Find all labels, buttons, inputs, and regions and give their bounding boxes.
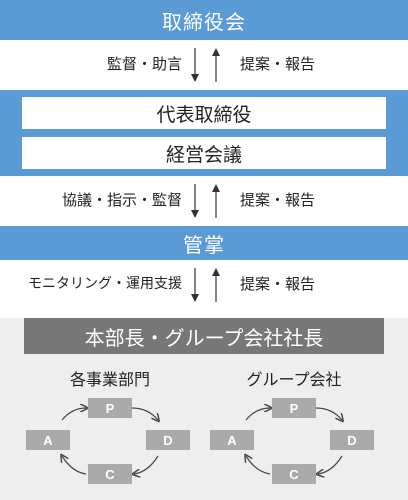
arrow-up-icon xyxy=(212,268,220,302)
pdca-do-box: D xyxy=(146,430,190,450)
pdca-do-box: D xyxy=(330,430,374,450)
arrow-down-icon xyxy=(191,184,199,218)
unit-label-group-companies: グループ会社 xyxy=(246,370,342,389)
flow-row-exec-mgmt: 協議・指示・監督 提案・報告 xyxy=(0,176,408,226)
exec-box-management-meeting: 経営会議 xyxy=(22,137,386,169)
flow-row-board-exec: 監督・助言 提案・報告 xyxy=(0,40,408,90)
flow-down-label: 協議・指示・監督 xyxy=(61,191,182,209)
exec-box-representative-label: 代表取締役 xyxy=(156,103,252,126)
flow-up-label: 提案・報告 xyxy=(240,191,316,209)
pdca-cycle-group-companies: P D C A xyxy=(204,392,384,494)
cycle-arrows-icon xyxy=(20,392,200,494)
units-title: 本部長・グループ会社社長 xyxy=(84,325,324,350)
flow-up-label: 提案・報告 xyxy=(240,55,316,73)
exec-box-representative: 代表取締役 xyxy=(22,97,386,129)
flow-up-label: 提案・報告 xyxy=(240,275,316,293)
board-title-bar: 取締役会 xyxy=(0,0,408,40)
pdca-cycle-business-divisions: P D C A xyxy=(20,392,200,494)
arrow-down-icon xyxy=(191,268,199,302)
pdca-act-box: A xyxy=(26,430,70,450)
pdca-plan-box: P xyxy=(272,398,316,418)
flow-down-label: 監督・助言 xyxy=(106,55,182,73)
pdca-act-box: A xyxy=(210,430,254,450)
flow-row-mgmt-units: モニタリング・運用支援 提案・報告 xyxy=(0,260,408,310)
arrow-up-icon xyxy=(212,184,220,218)
arrow-up-icon xyxy=(212,48,220,82)
board-title: 取締役会 xyxy=(162,9,246,34)
units-title-bar: 本部長・グループ会社社長 xyxy=(24,318,384,354)
mgmt-title-bar: 管掌 xyxy=(0,226,408,260)
pdca-check-box: C xyxy=(88,464,132,484)
mgmt-title: 管掌 xyxy=(183,232,225,257)
pdca-check-box: C xyxy=(272,464,316,484)
unit-label-business-divisions: 各事業部門 xyxy=(69,370,150,389)
pdca-plan-box: P xyxy=(88,398,132,418)
cycle-arrows-icon xyxy=(204,392,384,494)
flow-down-label: モニタリング・運用支援 xyxy=(28,276,182,292)
arrow-down-icon xyxy=(191,48,199,82)
exec-box-management-meeting-label: 経営会議 xyxy=(165,143,242,166)
